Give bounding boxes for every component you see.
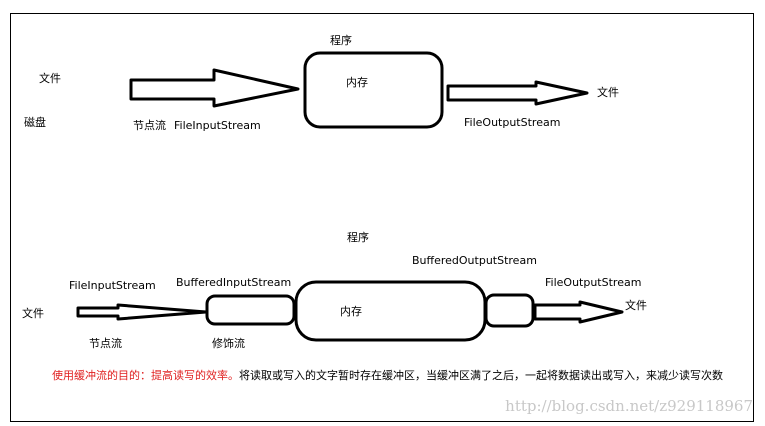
buffered-output-label: BufferedOutputStream: [412, 254, 537, 267]
top-file-right-label: 文件: [597, 86, 619, 99]
note-highlight: 使用缓冲流的目的：提高读写的效率。: [52, 369, 239, 382]
top-memory-label: 内存: [346, 76, 368, 89]
top-file-left-label: 文件: [39, 72, 61, 85]
top-input-arrow: [129, 68, 300, 108]
wrapper-stream-label: 修饰流: [212, 337, 245, 350]
top-node-stream-label: 节点流: [133, 119, 166, 132]
bottom-memory-box: [294, 280, 487, 342]
top-memory-box: [303, 51, 444, 129]
watermark: http://blog.csdn.net/z929118967: [505, 397, 753, 415]
top-program-label: 程序: [330, 34, 352, 47]
top-input-stream-label: FileInputStream: [174, 119, 261, 132]
file-input-label: FileInputStream: [69, 279, 156, 292]
top-output-stream-label: FileOutputStream: [464, 116, 561, 129]
bottom-file-right-label: 文件: [625, 299, 647, 312]
top-output-arrow: [446, 80, 589, 106]
note-body: 将读取或写入的文字暂时存在缓冲区，当缓冲区满了之后，一起将数据读出或写入，来减少…: [239, 369, 723, 382]
diagram-frame: [10, 13, 754, 422]
bottom-node-stream-label: 节点流: [89, 337, 122, 350]
buffered-output-box: [484, 293, 535, 328]
bottom-memory-label: 内存: [340, 305, 362, 318]
buffered-input-label: BufferedInputStream: [176, 276, 292, 289]
bottom-output-arrow: [533, 300, 624, 324]
top-disk-label: 磁盘: [24, 116, 46, 129]
bottom-program-label: 程序: [347, 231, 369, 244]
buffer-note: 使用缓冲流的目的：提高读写的效率。将读取或写入的文字暂时存在缓冲区，当缓冲区满了…: [52, 366, 732, 386]
file-output-label: FileOutputStream: [545, 276, 642, 289]
bottom-file-left-label: 文件: [22, 307, 44, 320]
bottom-input-arrow: [76, 303, 208, 321]
buffered-input-box: [205, 294, 296, 326]
